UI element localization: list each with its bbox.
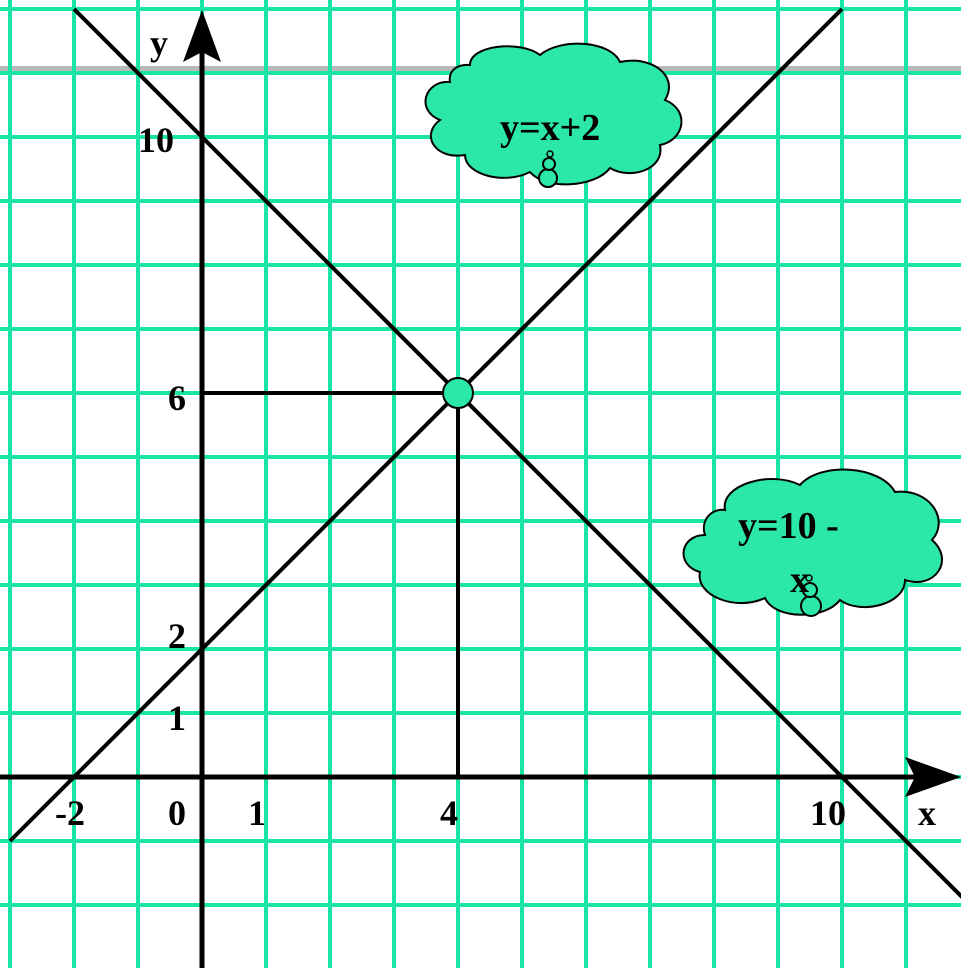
tick-label-x-minus2: -2 <box>55 793 85 833</box>
tick-label-y-6: 6 <box>168 378 186 418</box>
tick-label-x-10: 10 <box>810 793 846 833</box>
line-y-equals-10-minus-x <box>72 7 961 899</box>
tick-label-y-1: 1 <box>168 698 186 738</box>
cloud-shape <box>682 468 943 616</box>
cloud-label-line-a: y=x+2 <box>500 107 600 149</box>
y-axis-label: y <box>150 23 168 63</box>
cloud-bubble-icon <box>802 582 818 598</box>
x-axis-arrow-icon <box>905 757 961 797</box>
cloud-bubble-icon <box>538 168 558 188</box>
y-axis-arrow-icon <box>183 10 221 62</box>
intersection-point <box>442 377 474 409</box>
tick-label-y-10: 10 <box>138 120 174 160</box>
tick-label-origin: 0 <box>168 793 186 833</box>
cloud-bubble-icon <box>805 574 813 582</box>
cloud-label-line-b-2: x <box>790 559 809 601</box>
callout-cloud-line-b: y=10 - x <box>682 468 943 617</box>
cloud-bubble-icon <box>542 157 556 171</box>
callout-cloud-line-a: y=x+2 <box>424 42 683 188</box>
cloud-shape <box>424 42 683 186</box>
cloud-label-line-b-1: y=10 - <box>738 505 839 547</box>
line-y-equals-x-plus-2 <box>8 7 844 843</box>
tick-label-x-4: 4 <box>440 793 458 833</box>
cloud-bubble-icon <box>546 150 554 158</box>
x-axis-label: x <box>918 793 936 833</box>
tick-label-x-1: 1 <box>248 793 266 833</box>
tick-label-y-2: 2 <box>168 616 186 656</box>
